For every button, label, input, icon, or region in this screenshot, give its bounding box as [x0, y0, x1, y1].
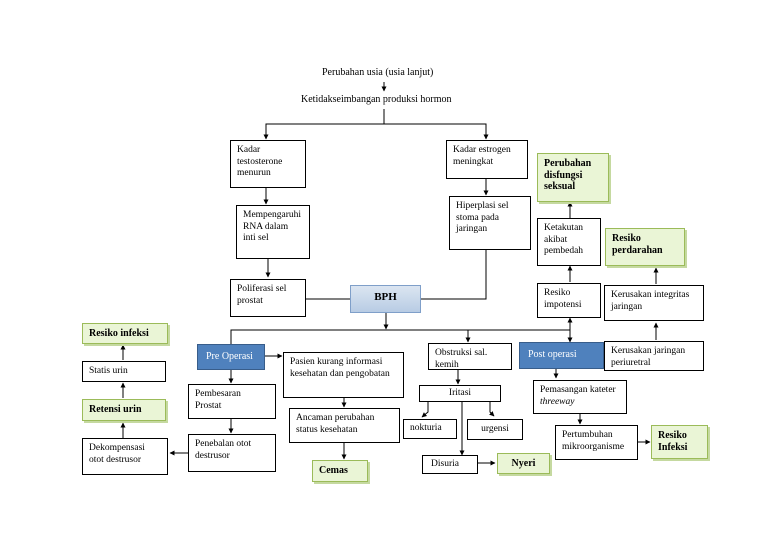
detrusor-thickening-box: Penebalan otot destrusor	[188, 434, 276, 472]
rna-box: Mempengaruhi RNA dalam inti sel	[236, 205, 310, 259]
prostate-enlargement-box: Pembesaran Prostat	[188, 384, 276, 419]
irritation-box: Iritasi	[419, 385, 501, 402]
urinary-obstruction-box: Obstruksi sal. kemih	[428, 343, 512, 370]
catheter-type: threeway	[540, 396, 575, 407]
pre-operation-node: Pre Operasi	[197, 344, 265, 370]
periurethral-damage-box: Kerusakan jaringan periuretral	[604, 341, 704, 371]
nocturia-box: nokturia	[403, 419, 457, 439]
dysuria-box: Disuria	[422, 455, 478, 474]
sexual-dysfunction-diagnosis: Perubahan disfungsi seksual	[537, 153, 609, 202]
microorganism-growth-box: Pertumbuhan mikroorganisme	[555, 425, 638, 460]
estrogen-box: Kadar estrogen meningkat	[446, 140, 528, 179]
urine-retention-diagnosis: Retensi urin	[82, 399, 166, 421]
lack-of-info-box: Pasien kurang informasi kesehatan dan pe…	[283, 352, 404, 398]
root-cause-label: Perubahan usia (usia lanjut)	[322, 67, 434, 78]
urine-stasis-box: Statis urin	[82, 361, 166, 382]
urgency-box: urgensi	[467, 419, 523, 440]
post-operation-node: Post operasi	[519, 342, 604, 369]
anxiety-diagnosis: Cemas	[312, 460, 368, 482]
infection-risk-diagnosis-left: Resiko infeksi	[82, 323, 168, 344]
health-threat-box: Ancaman perubahan status kesehatan	[289, 408, 400, 443]
bph-node: BPH	[350, 285, 421, 313]
impotence-risk-box: Resiko impotensi	[537, 283, 601, 318]
surgery-fear-box: Ketakutan akibat pembedah	[537, 218, 601, 266]
catheter-label: Pemasangan kateter	[540, 385, 616, 395]
pain-diagnosis: Nyeri	[497, 453, 550, 474]
hyperplasia-box: Hiperplasi sel stoma pada jaringan	[449, 196, 531, 250]
testosterone-box: Kadar testosterone menurun	[230, 140, 306, 188]
tissue-integrity-damage-box: Kerusakan integritas jaringan	[604, 285, 704, 321]
detrusor-decompensation-box: Dekompensasi otot destrusor	[82, 438, 168, 475]
bleeding-risk-diagnosis: Resiko perdarahan	[605, 228, 685, 266]
infection-risk-diagnosis-right: Resiko Infeksi	[651, 425, 708, 459]
proliferation-box: Poliferasi sel prostat	[230, 279, 306, 317]
catheter-box: Pemasangan kateter threeway	[533, 380, 627, 414]
hormone-imbalance-label: Ketidakseimbangan produksi hormon	[301, 94, 452, 105]
